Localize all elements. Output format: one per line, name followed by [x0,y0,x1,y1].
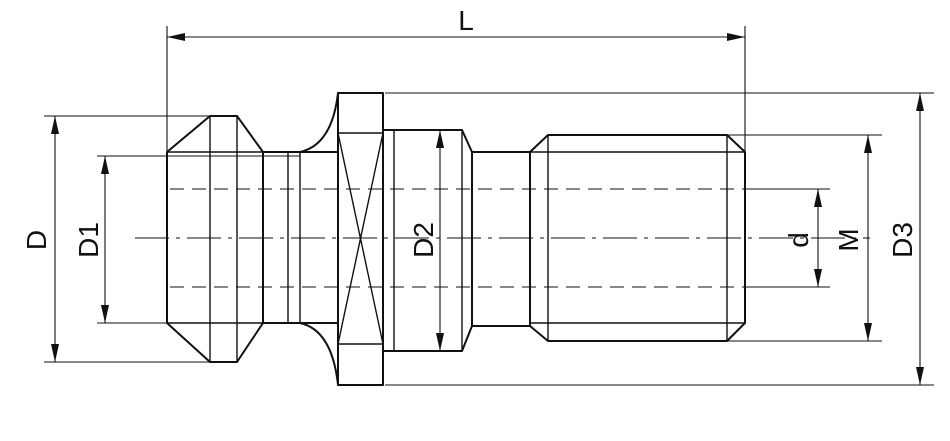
arrow-D2-bottom [436,333,444,351]
label-D2: D2 [408,222,439,258]
label-L: L [458,5,474,36]
arrow-D-top [51,116,59,134]
arrow-d-top [814,189,822,207]
dimension-M [864,135,872,341]
head-outline [166,115,264,363]
arrow-L-right [727,33,745,41]
label-d: d [783,232,814,248]
groove-outline [471,151,531,327]
arrow-d-bottom [814,269,822,287]
part-outline [166,92,746,386]
label-D: D [21,230,52,250]
label-D3: D3 [887,222,918,258]
dimension-D3 [916,93,924,385]
dimension-d [814,189,822,287]
hidden-lines [170,188,745,288]
neck-fillet [299,92,339,386]
arrow-D1-top [101,156,109,174]
arrow-D2-top [436,130,444,148]
label-D1: D1 [73,222,104,258]
arrow-D-bottom [51,344,59,362]
extension-lines [44,26,934,386]
dimension-D [51,116,59,362]
dimension-D1 [101,156,109,323]
dimension-L [167,33,745,41]
arrow-M-bottom [864,323,872,341]
dimension-D2 [436,130,444,351]
label-M: M [833,228,864,251]
arrow-D3-top [916,93,924,111]
arrow-M-top [864,135,872,153]
collar-cross-2 [337,132,384,345]
arrow-D3-bottom [916,367,924,385]
arrow-L-left [167,33,185,41]
arrow-D1-bottom [101,305,109,323]
